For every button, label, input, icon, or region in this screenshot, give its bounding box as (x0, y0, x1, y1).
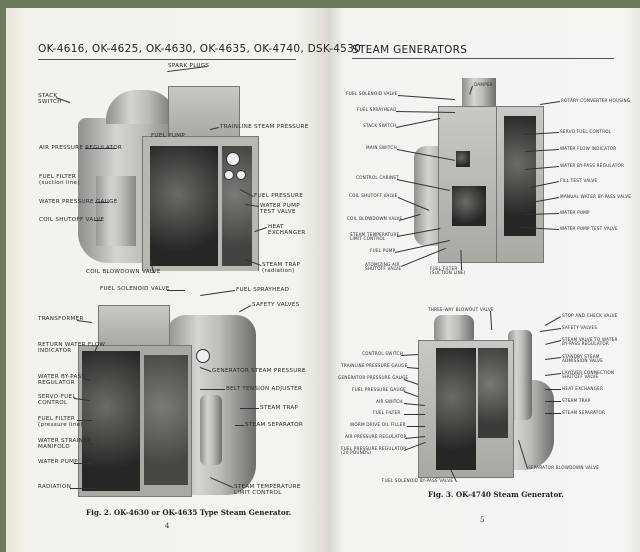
callout-label: ATOMIZING AIR SHUTOFF VALVE (365, 262, 402, 272)
callout-label: FUEL FILTER (SUCTION LINE) (430, 266, 466, 276)
leader-line (77, 420, 92, 421)
callout-label: FUEL FILTER (suction line) (39, 174, 80, 186)
leader-line (545, 413, 561, 414)
callout-label: ROTARY CONVERTER HOUSING (561, 98, 631, 103)
callout-label: FUEL PUMP (151, 133, 186, 139)
callout-label: TRAINLINE PRESSURE GAUGE (341, 363, 408, 368)
callout-label: BELT TENSION ADJUSTER (226, 386, 303, 392)
callout-label: AIR SWITCH (376, 399, 403, 404)
figure-2-caption: Fig. 2. OK-4630 or OK-4635 Type Steam Ge… (86, 508, 292, 517)
callout-label: SERVO-FUEL CONTROL (38, 394, 76, 406)
callout-label: FUEL FILTER (373, 410, 401, 415)
callout-label: WATER PUMP (38, 459, 78, 465)
callout-label: STEAM TRAP (radiation) (262, 262, 301, 274)
callout-label: WATER PUMP TEST VALVE (260, 203, 300, 215)
callout-label: FUEL PUMP (370, 248, 396, 253)
leader-line (545, 389, 561, 390)
callout-label: STEAM SEPARATOR (562, 410, 606, 415)
callout-label: CONTROL SWITCH (362, 351, 403, 356)
callout-label: STACK SWITCH (38, 93, 62, 105)
leader-line (407, 426, 425, 427)
leader-line (95, 220, 103, 221)
callout-label: WATER STRAINER MANIFOLD (38, 438, 92, 450)
callout-label: STEAM TRAP (562, 398, 591, 403)
callout-label: COIL SHUTOFF VALVE (39, 217, 105, 223)
callout-label: AIR PRESSURE REGULATOR (345, 434, 407, 439)
callout-label: STEAM VALVE TO WATER BY-PASS REGULATOR (562, 337, 618, 347)
callout-label: HEAT EXCHANGER (268, 224, 306, 236)
page-number: 5 (480, 516, 485, 524)
page-number: 4 (165, 522, 170, 530)
callout-label: CONTROL CABINET (356, 175, 400, 180)
left-page-title: OK-4616, OK-4625, OK-4630, OK-4635, OK-4… (38, 43, 362, 55)
leader-line (95, 202, 110, 203)
callout-label: SEPARATOR BLOWDOWN VALVE (528, 465, 600, 470)
callout-label: FUEL PRESSURE REGULATOR (20 POUNDS) (341, 446, 407, 456)
callout-label: STEAM TEMPERATURE LIMIT CONTROL (234, 484, 301, 496)
callout-label: FILL TEST VALVE (560, 178, 598, 183)
callout-label: FUEL SOLENOID BY-PASS VALVE (382, 478, 454, 483)
callout-label: RADIATION (38, 484, 72, 490)
callout-label: SAFETY VALVES (562, 325, 598, 330)
divider (352, 58, 614, 59)
callout-label: MAIN SWITCH (366, 145, 397, 150)
leader-line (200, 389, 225, 390)
leader-line (403, 414, 425, 415)
leader-line (545, 401, 561, 402)
leader-line (166, 290, 185, 291)
callout-label: HEAT EXCHANGER (562, 386, 604, 391)
callout-label: SAFETY VALVES (252, 302, 300, 308)
callout-label: COIL BLOWDOWN VALVE (347, 216, 403, 221)
callout-label: STEAM SEPARATOR (245, 422, 304, 428)
callout-label: MANUAL WATER BY-PASS VALVE (560, 194, 632, 199)
leader-line (459, 249, 462, 270)
callout-label: FUEL SPRAYHEAD (357, 107, 397, 112)
callout-label: GENERATOR STEAM PRESSURE (212, 368, 306, 374)
callout-label: LAYOVER CONNECTION SHUTOFF VALVE (562, 370, 615, 380)
callout-label: STEAM TEMPERATURE LIMIT CONTROL (350, 232, 400, 242)
callout-label: THREE-WAY BLOWOUT VALVE (428, 307, 494, 312)
callout-label: WATER BY-PASS REGULATOR (560, 163, 625, 168)
callout-label: WATER BY-PASS REGULATOR (38, 374, 86, 386)
callout-label: STANDBY STEAM ADMISSION VALVE (562, 354, 604, 364)
callout-label: WATER PUMP TEST VALVE (560, 226, 618, 231)
callout-label: RETURN WATER FLOW INDICATOR (38, 342, 105, 354)
callout-label: WORM DRIVE OIL FILLER (350, 422, 406, 427)
callout-label: WATER PUMP (560, 210, 590, 215)
divider (38, 59, 296, 60)
callout-label: FUEL SPRAYHEAD (236, 287, 290, 293)
callout-label: COIL SHUTOFF VALVE (349, 193, 398, 198)
steam-generator-photo-front (76, 66, 262, 271)
callout-label: FUEL SOLENOID VALVE (346, 91, 398, 96)
callout-label: FUEL FILTER (pressure line) (38, 416, 83, 428)
callout-label: STEAM TRAP (260, 405, 299, 411)
callout-label: GENERATOR PRESSURE GAUGE (338, 375, 409, 380)
steam-generator-photo-rear (414, 76, 544, 266)
callout-label: STOP AND CHECK VALVE (562, 313, 618, 318)
leader-line (240, 408, 259, 409)
right-page-title: STEAM GENERATORS (352, 44, 468, 56)
leader-line (73, 463, 92, 464)
callout-label: TRANSFORMER (38, 316, 84, 322)
leader-line (235, 425, 244, 426)
steam-generator-photo-ok4740 (414, 310, 556, 482)
callout-label: WATER FLOW INDICATOR (560, 146, 617, 151)
callout-label: AIR PRESSURE REGULATOR (39, 145, 123, 151)
leader-line (85, 148, 117, 149)
callout-label: TRAINLINE STEAM PRESSURE (220, 124, 309, 130)
callout-label: FUEL SOLENOID VALVE (100, 286, 170, 292)
callout-label: SPARK PLUGS (168, 63, 210, 69)
steam-generator-photo-ok4630 (78, 295, 260, 500)
callout-label: COIL BLOWDOWN VALVE (86, 269, 161, 275)
callout-label: FUEL PRESSURE GAUGE (352, 387, 406, 392)
callout-label: WATER PRESSURE GAUGE (39, 199, 118, 205)
callout-label: FUEL PRESSURE (254, 193, 304, 199)
callout-label: SERVO FUEL CONTROL (560, 129, 612, 134)
callout-label: DAMPER (474, 82, 493, 87)
figure-3-caption: Fig. 3. OK-4740 Steam Generator. (428, 490, 564, 499)
leader-line (70, 488, 95, 489)
callout-label: STACK SWITCH (363, 123, 397, 128)
